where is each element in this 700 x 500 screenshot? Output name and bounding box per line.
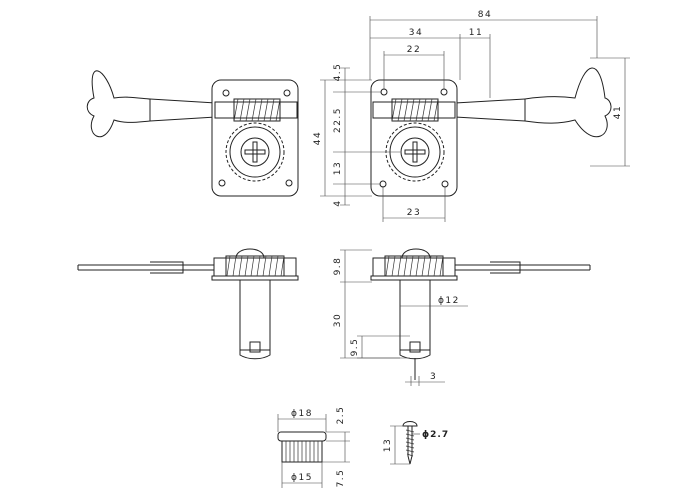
side-view-left xyxy=(77,248,299,360)
dim-line-13 xyxy=(390,425,410,465)
dim-plate-width: 34 xyxy=(409,28,423,38)
left-worm-housing xyxy=(214,101,298,119)
screw-thread xyxy=(405,429,415,457)
dim-top-hole-spacing: 22 xyxy=(407,45,421,55)
left-side-plate xyxy=(211,275,299,281)
screw-head xyxy=(402,421,418,427)
dim-plate-height: 44 xyxy=(313,131,323,145)
dim-post-length: 30 xyxy=(333,313,343,327)
dim-bottom-hole-spacing: 23 xyxy=(407,208,421,218)
dim-line-phi15 xyxy=(281,462,323,488)
left-key-shaft xyxy=(149,98,217,122)
dim-line-44 xyxy=(320,79,333,197)
dim-line-vertical-chain xyxy=(333,67,400,206)
dim-line-3 xyxy=(405,376,445,386)
front-view-left xyxy=(86,70,299,197)
bushing-knurl xyxy=(285,441,319,462)
dim-line-23 xyxy=(382,186,446,222)
dim-slot-depth: 9.5 xyxy=(350,338,360,357)
right-side-shaft xyxy=(455,261,591,274)
dim-screw-diameter: ϕ2.7 xyxy=(422,430,449,440)
right-key-shaft xyxy=(454,98,526,122)
dim-overall-width: 84 xyxy=(478,10,492,20)
dim-upper-hole-to-axis: 22.5 xyxy=(333,107,343,133)
dim-flange-height: 2.5 xyxy=(336,406,346,425)
left-gear-teeth xyxy=(225,122,285,182)
right-side-plate xyxy=(370,275,458,281)
left-screw-cross xyxy=(244,141,266,163)
right-worm-housing xyxy=(372,101,456,119)
dim-line-22 xyxy=(383,51,445,90)
right-side-post xyxy=(399,279,431,351)
left-worm-gear xyxy=(233,98,281,122)
right-side-worm-thread xyxy=(385,255,444,277)
dim-body-diameter: ϕ15 xyxy=(291,473,313,483)
dim-key-height: 41 xyxy=(613,105,623,119)
dim-post-diameter: ϕ12 xyxy=(438,296,460,306)
left-gear-wheel xyxy=(229,126,281,178)
dim-housing-height: 9.8 xyxy=(333,257,343,276)
dim-body-height: 7.5 xyxy=(336,469,346,488)
left-side-worm-dome xyxy=(235,248,265,259)
dim-line-41 xyxy=(590,57,630,167)
dim-line-9.8 xyxy=(340,249,372,283)
left-mount-hole xyxy=(285,179,293,187)
dim-screw-length: 13 xyxy=(383,438,393,452)
dim-line-9.5 xyxy=(357,335,410,359)
bushing-flange xyxy=(277,431,327,442)
left-side-shaft xyxy=(77,261,215,274)
left-side-worm-thread xyxy=(226,255,285,277)
dim-line-phi18 xyxy=(277,414,327,432)
dim-line-30 xyxy=(340,282,400,359)
left-side-worm-gear xyxy=(225,255,285,277)
left-side-post-end xyxy=(239,340,271,360)
front-view-dimensions: 84 34 11 22 23 4.5 22.5 13 4 44 41 xyxy=(313,10,630,222)
left-gear-screw xyxy=(240,137,270,167)
dim-line-2.5-7.5 xyxy=(322,431,350,463)
right-gear-screw xyxy=(400,137,430,167)
right-worm-thread xyxy=(391,98,439,122)
dim-line-34-11 xyxy=(370,34,491,98)
left-mount-hole xyxy=(218,179,226,187)
bushing-detail: ϕ18 ϕ15 2.5 7.5 xyxy=(277,406,350,488)
dim-bottom-margin: 4 xyxy=(333,199,343,206)
left-worm-thread xyxy=(233,98,281,122)
left-side-post xyxy=(239,279,271,351)
dim-flange-diameter: ϕ18 xyxy=(291,409,313,419)
dim-top-margin: 4.5 xyxy=(333,63,343,82)
dim-axis-to-lower-hole: 13 xyxy=(333,161,343,175)
dim-slot-width: 3 xyxy=(430,372,437,382)
right-side-worm-dome xyxy=(401,248,431,259)
side-view-right xyxy=(370,248,591,380)
left-key-button xyxy=(86,70,151,138)
right-worm-gear xyxy=(391,98,439,122)
dim-line-84 xyxy=(369,16,598,80)
front-view-right xyxy=(370,67,612,197)
side-view-dimensions: 9.8 30 ϕ12 9.5 3 xyxy=(333,249,468,386)
dim-offset-right: 11 xyxy=(469,28,483,38)
right-screw-cross xyxy=(404,141,426,163)
screw-detail: 13 ϕ2.7 xyxy=(383,421,449,465)
right-key-button xyxy=(524,67,612,138)
left-mount-hole xyxy=(283,89,291,97)
left-mount-hole xyxy=(222,89,230,97)
right-side-worm-gear xyxy=(384,255,444,277)
